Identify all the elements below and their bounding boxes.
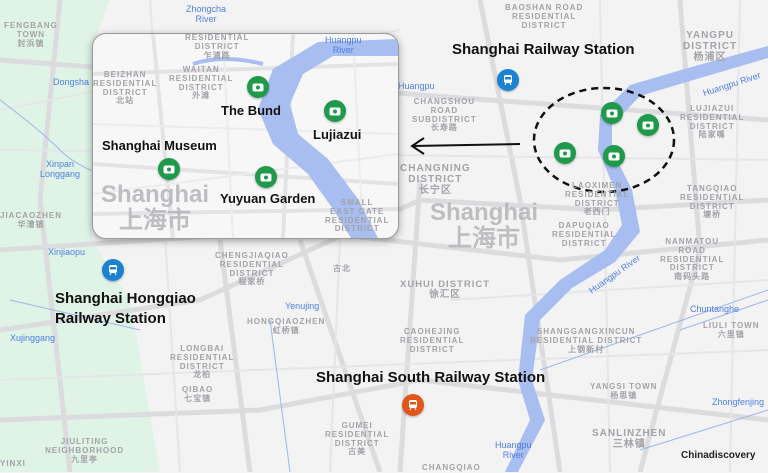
water-label: Zhongfenjing <box>712 397 765 407</box>
shanghai-railway-station-label: Shanghai Railway Station <box>452 41 635 58</box>
district-label: BAOSHAN ROAD RESIDENTIAL DISTRICT <box>505 3 584 30</box>
camera-icon <box>163 165 175 174</box>
pointer-arrow <box>410 137 521 155</box>
district-label: BEIZHAN RESIDENTIAL DISTRICT 北站 <box>93 70 158 106</box>
district-label: XUHUI DISTRICT 徐汇区 <box>400 279 490 301</box>
south-railway-station-label: Shanghai South Railway Station <box>316 369 546 386</box>
city-center-highlight <box>532 86 676 194</box>
camera-icon <box>252 83 264 92</box>
district-label: CHANGQIAO <box>422 463 481 472</box>
district-label: HONGQIAOZHEN 虹桥镇 <box>247 317 326 335</box>
shanghai-railway-station-pin[interactable] <box>497 69 519 91</box>
district-label: YANGSI TOWN 杨思镇 <box>590 382 658 400</box>
water-label: Huangpu <box>398 81 435 91</box>
attraction-pin[interactable] <box>637 114 659 136</box>
watermark: Chinadiscovery <box>681 450 756 461</box>
district-label: WAITAN RESIDENTIAL DISTRICT 外滩 <box>169 65 234 101</box>
lujiazui-pin[interactable] <box>324 100 346 122</box>
inset-base-map <box>93 34 398 238</box>
district-label: GUMEI RESIDENTIAL DISTRICT 古美 <box>325 421 390 457</box>
attraction-pin[interactable] <box>554 142 576 164</box>
district-label: FENGBANG TOWN 封浜镇 <box>4 21 58 48</box>
district-label: CHANGNING DISTRICT 长宁区 <box>400 163 471 196</box>
water-label: Xinpan Longgang <box>40 159 81 179</box>
district-label: LONGBAI RESIDENTIAL DISTRICT 龙柏 <box>170 344 235 380</box>
district-label: CAOHEJING RESIDENTIAL DISTRICT <box>400 327 465 354</box>
lujiazui-label: Lujiazui <box>313 127 362 142</box>
district-label: SANLINZHEN 三林镇 <box>592 428 667 450</box>
water-label: Xujinggang <box>10 333 56 343</box>
district-label: YANGPU DISTRICT 杨浦区 <box>683 30 738 63</box>
district-label: TANGQIAO RESIDENTIAL DISTRICT 塘桥 <box>680 184 745 220</box>
train-icon <box>409 400 417 411</box>
attraction-pin[interactable] <box>603 145 625 167</box>
water-label: Yenujing <box>285 301 320 311</box>
yuyuan-garden-pin[interactable] <box>255 166 277 188</box>
district-label: QIBAO 七宝镇 <box>182 385 214 403</box>
district-label: NANMATOU ROAD RESIDENTIAL DISTRICT 南码头路 <box>660 237 725 282</box>
district-label: RESIDENTIAL DISTRICT 乍浦路 <box>185 33 250 60</box>
district-label: 古北 <box>333 264 351 273</box>
south-railway-station-pin[interactable] <box>402 394 424 416</box>
district-label: LAOXIMEN RESIDENTIAL DISTRICT 老西门 <box>565 181 630 217</box>
inset-river-label: Huangpu River <box>325 35 362 55</box>
camera-icon <box>642 121 654 130</box>
district-label: CHENGJIAQIAO RESIDENTIAL DISTRICT 程家桥 <box>215 251 289 287</box>
train-icon <box>109 265 117 276</box>
the-bund-label: The Bund <box>221 103 281 118</box>
shanghai-museum-label: Shanghai Museum <box>102 138 217 153</box>
inset-huangpu-river <box>258 39 398 238</box>
water-label: Zhongcha River <box>186 4 227 24</box>
hongqiao-railway-station-label: Shanghai Hongqiao Railway Station <box>55 290 196 327</box>
attraction-pin[interactable] <box>601 102 623 124</box>
city-label: Shanghai 上海市 <box>430 199 539 253</box>
water-label: Huangpu River <box>495 440 532 460</box>
district-label: LUJIAZUI RESIDENTIAL DISTRICT 陆家嘴 <box>680 104 745 140</box>
district-label: JIULITING NEIGHBORHOOD 九里亭 <box>45 437 125 464</box>
water-label: Xinjiaopu <box>48 247 86 257</box>
district-label: DAPUQIAO RESIDENTIAL DISTRICT <box>552 221 617 248</box>
camera-icon <box>606 109 618 118</box>
hongqiao-railway-station-pin[interactable] <box>102 259 124 281</box>
district-label: SMALL EAST GATE RESIDENTIAL DISTRICT <box>325 198 390 234</box>
camera-icon <box>608 152 620 161</box>
district-label: SHANGGANGXINCUN RESIDENTIAL DISTRICT 上钢新… <box>530 327 643 354</box>
water-label: Chuntanghe <box>690 304 740 314</box>
shanghai-museum-pin[interactable] <box>158 158 180 180</box>
train-icon <box>504 75 512 86</box>
zoomed-inset-map: Shanghai 上海市 BEIZHAN RESIDENTIAL DISTRIC… <box>92 33 399 239</box>
the-bund-pin[interactable] <box>247 76 269 98</box>
camera-icon <box>260 173 272 182</box>
yuyuan-garden-label: Yuyuan Garden <box>220 191 316 206</box>
district-label: CHANGSHOU ROAD SUBDISTRICT 长寿路 <box>412 97 477 133</box>
camera-icon <box>329 107 341 116</box>
inset-city-label: Shanghai 上海市 <box>101 181 210 235</box>
district-label: YINXI <box>0 459 26 468</box>
camera-icon <box>559 149 571 158</box>
water-label: Dongsha <box>53 77 90 87</box>
huangpu-river <box>505 46 768 472</box>
district-label: JIACAOZHEN 华漕镇 <box>0 211 63 229</box>
park-area <box>0 0 160 472</box>
district-label: LIULI TOWN 六里镇 <box>703 321 760 339</box>
